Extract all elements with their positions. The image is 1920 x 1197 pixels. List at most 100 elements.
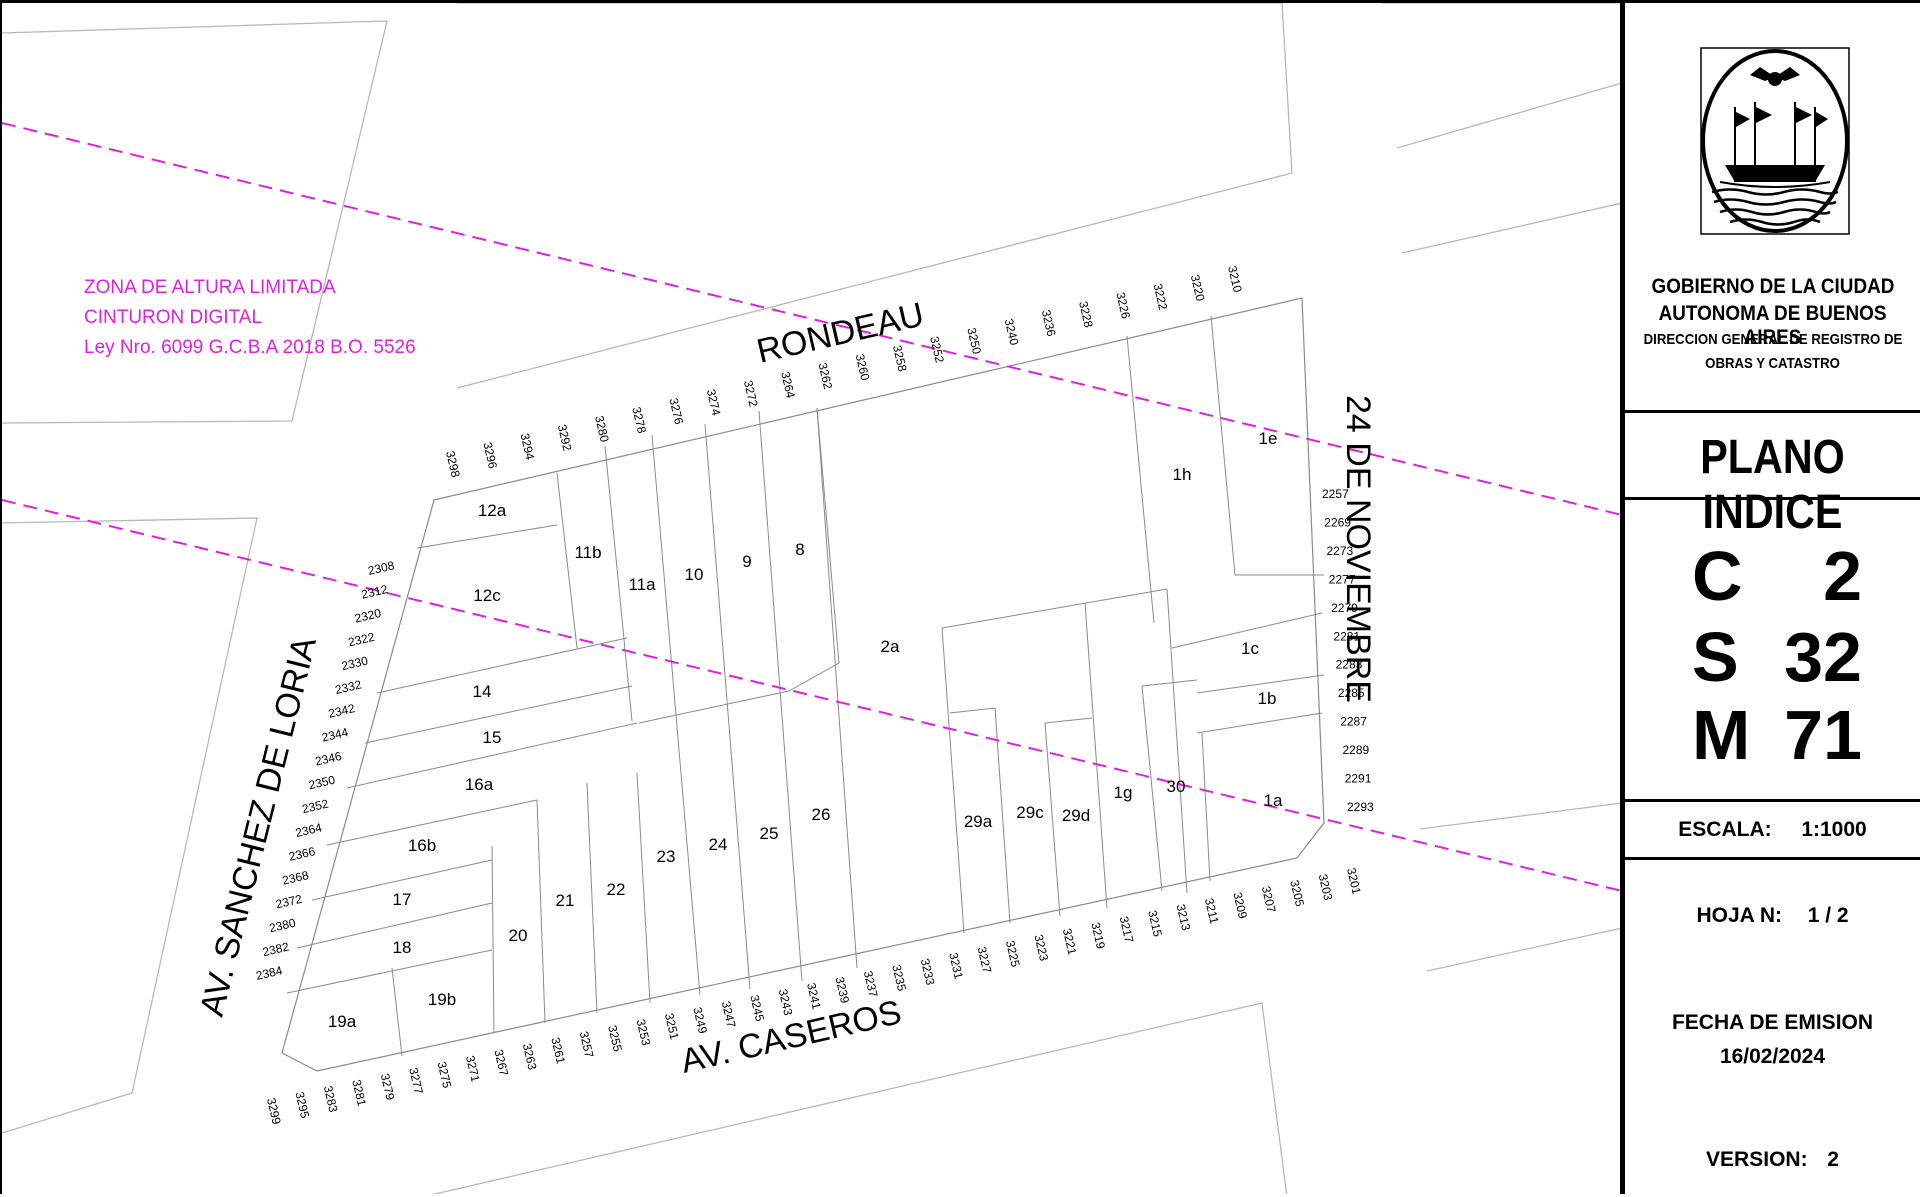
plan-title-box: PLANO INDICE (1625, 416, 1920, 539)
door-number-east: 2277 (1329, 572, 1356, 586)
door-number-south: 3245 (747, 994, 767, 1023)
zone-note-line-3: Ley Nro. 6099 G.C.B.A 2018 B.O. 5526 (84, 337, 416, 358)
door-number-north: 3274 (704, 388, 724, 417)
parcel-label: 23 (657, 847, 676, 866)
door-number-north: 3280 (592, 414, 612, 443)
map-canvas: ZONA DE ALTURA LIMITADA CINTURON DIGITAL… (2, 3, 1620, 1194)
door-number-west: 2372 (274, 892, 303, 912)
door-number-east: 2269 (1324, 516, 1351, 530)
door-number-south: 3201 (1344, 867, 1364, 896)
zone-note-line-2: CINTURON DIGITAL (84, 307, 262, 328)
door-number-west: 2308 (367, 558, 396, 578)
parcel-label: 9 (742, 552, 751, 571)
door-number-south: 3299 (264, 1097, 284, 1126)
door-number-west: 2330 (340, 654, 369, 674)
door-number-north: 3250 (964, 326, 984, 355)
door-number-west: 2312 (360, 582, 389, 602)
org-line-2: AUTONOMA DE BUENOS AIRES (1658, 302, 1887, 349)
door-number-west: 2346 (314, 749, 343, 769)
door-number-south: 3213 (1174, 903, 1194, 932)
door-number-east: 2289 (1343, 743, 1370, 757)
coat-of-arms-icon (1700, 47, 1850, 235)
org-line-4: OBRAS Y CATASTRO (1705, 355, 1840, 372)
door-number-east: 2291 (1345, 772, 1372, 786)
code-value: 71 (1784, 696, 1862, 774)
parcel-label: 29c (1016, 803, 1044, 822)
sheet-value: 1 / 2 (1807, 904, 1849, 927)
parcel-label: 29a (964, 812, 993, 831)
sheet-info: HOJA N: 1 / 2 FECHA DE EMISION 16/02/202… (1625, 860, 1920, 1197)
door-number-west: 2364 (294, 820, 323, 840)
org-line-1: GOBIERNO DE LA CIUDAD (1651, 275, 1894, 298)
door-number-north: 3278 (629, 406, 649, 435)
door-number-south: 3231 (946, 951, 966, 980)
door-numbers-west: 2308231223202322233023322342234423462350… (255, 558, 396, 983)
parcel-label: 19b (428, 990, 456, 1009)
parcel-labels: 12a 12c 11b 11a 10 9 8 14 15 16a 16b 17 … (328, 429, 1283, 1031)
scale-label: ESCALA: (1678, 818, 1772, 841)
parcel-label: 26 (812, 805, 831, 824)
door-number-north: 3262 (815, 361, 835, 390)
code-row-circ: C 2 (1625, 536, 1920, 616)
cadastral-codes: C 2 S 32 M 71 (1625, 500, 1920, 802)
door-number-south: 3283 (321, 1084, 341, 1113)
door-number-south: 3205 (1287, 879, 1307, 908)
parcel-label: 11a (628, 575, 656, 594)
block-outline (281, 297, 1325, 1072)
door-number-south: 3253 (634, 1018, 654, 1047)
scale-value: 1:1000 (1801, 818, 1867, 841)
door-number-east: 2285 (1338, 686, 1365, 700)
door-number-south: 3241 (804, 982, 824, 1011)
door-number-south: 3227 (975, 945, 995, 974)
parcel-label: 15 (483, 728, 502, 747)
door-number-south: 3279 (378, 1072, 398, 1101)
door-numbers-east: 2257226922732277227922812283228522872289… (1322, 487, 1374, 814)
door-number-west: 2332 (334, 677, 363, 697)
parcel-label: 12a (478, 501, 507, 520)
door-number-west: 2344 (320, 725, 349, 745)
door-number-south: 3267 (491, 1048, 511, 1077)
street-name-east: 24 DE NOVIEMBRE (1339, 395, 1377, 703)
cadastral-map[interactable]: ZONA DE ALTURA LIMITADA CINTURON DIGITAL… (0, 0, 1620, 1194)
door-number-south: 3207 (1259, 885, 1279, 914)
parcel-label: 14 (473, 682, 492, 701)
door-number-south: 3249 (690, 1006, 710, 1035)
door-number-north: 3294 (518, 432, 538, 461)
door-number-north: 3222 (1151, 282, 1171, 311)
parcel-label: 16b (408, 836, 436, 855)
door-number-south: 3215 (1145, 909, 1165, 938)
door-number-west: 2368 (281, 868, 310, 888)
door-number-east: 2281 (1333, 629, 1360, 643)
door-number-south: 3275 (435, 1060, 455, 1089)
door-number-north: 3226 (1113, 291, 1133, 320)
door-number-south: 3263 (520, 1042, 540, 1071)
door-number-east: 2287 (1340, 715, 1367, 729)
code-value: 2 (1823, 537, 1862, 615)
door-number-west: 2380 (268, 916, 297, 936)
parcel-label: 1h (1173, 465, 1192, 484)
door-number-south: 3211 (1202, 897, 1222, 926)
org-header: GOBIERNO DE LA CIUDAD AUTONOMA DE BUENOS… (1625, 3, 1920, 413)
neighbor-blocks (2, 3, 1620, 1194)
parcel-label: 21 (556, 891, 575, 910)
door-number-west: 2342 (327, 701, 356, 721)
parcel-label: 2a (881, 637, 900, 656)
code-value: 32 (1784, 618, 1862, 696)
door-number-south: 3257 (577, 1030, 597, 1059)
version-value: 2 (1827, 1148, 1839, 1171)
code-label: M (1692, 696, 1751, 774)
parcel-label: 12c (473, 586, 501, 605)
parcel-label: 11b (574, 543, 601, 562)
parcel-label: 18 (393, 938, 412, 957)
scale-box: ESCALA: 1:1000 (1625, 802, 1920, 860)
sheet-label: HOJA N: (1696, 904, 1782, 927)
parcel-label: 1a (1264, 791, 1283, 810)
door-number-south: 3237 (861, 969, 881, 998)
door-number-east: 2273 (1327, 544, 1354, 558)
door-number-south: 3203 (1316, 873, 1336, 902)
door-number-north: 3236 (1039, 309, 1059, 338)
parcel-label: 20 (509, 926, 528, 945)
door-number-south: 3295 (292, 1090, 312, 1119)
door-number-north: 3240 (1002, 317, 1022, 346)
date-value: 16/02/2024 (1719, 1045, 1826, 1068)
